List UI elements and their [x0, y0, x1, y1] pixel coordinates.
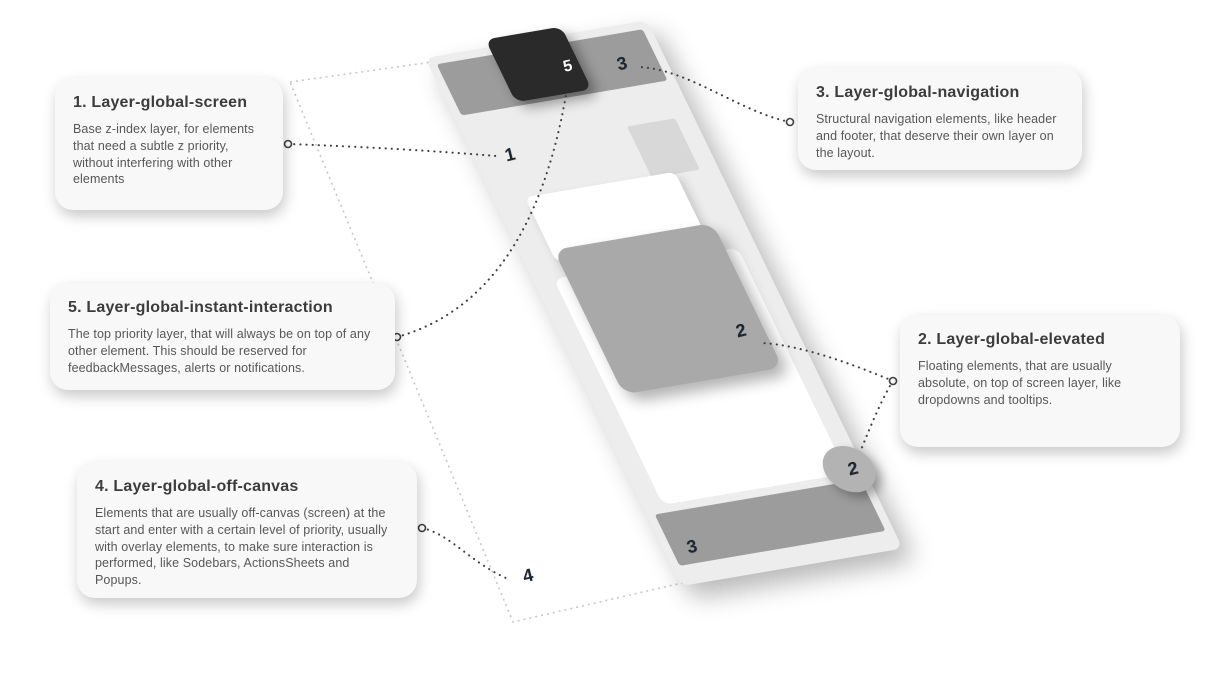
callout-title: 3. Layer-global-navigation [816, 84, 1020, 101]
connector-origin-elevated [888, 376, 898, 386]
connector-origin-navigation [785, 117, 795, 127]
callout-title: 4. Layer-global-off-canvas [95, 478, 299, 495]
callout-layer-global-elevated: 2. Layer-global-elevated Floating elemen… [900, 315, 1180, 447]
callout-layer-global-screen: 1. Layer-global-screen Base z-index laye… [55, 78, 283, 210]
dropdown-panel [553, 222, 783, 395]
connector-offcanvas [420, 526, 508, 580]
callout-layer-global-instant-interaction: 5. Layer-global-instant-interaction The … [50, 283, 395, 390]
callout-body: The top priority layer, that will always… [68, 327, 371, 375]
callout-layer-global-navigation: 3. Layer-global-navigation Structural na… [798, 68, 1082, 170]
marker-offcanvas-4: 4 [520, 564, 536, 587]
callout-body: Structural navigation elements, like hea… [816, 112, 1057, 160]
callout-body: Floating elements, that are usually abso… [918, 359, 1122, 407]
callout-title: 1. Layer-global-screen [73, 94, 248, 111]
connector-origin-screen [283, 139, 293, 149]
connector-origin-offcanvas [417, 523, 427, 533]
callout-layer-global-off-canvas: 4. Layer-global-off-canvas Elements that… [77, 462, 417, 598]
content-chip [627, 118, 700, 178]
connector-screen [286, 142, 498, 158]
callout-body: Elements that are usually off-canvas (sc… [95, 506, 388, 587]
callout-body: Base z-index layer, for elements that ne… [73, 122, 255, 187]
connector-elevated-b [859, 379, 895, 452]
callout-title: 5. Layer-global-instant-interaction [68, 299, 333, 316]
callout-title: 2. Layer-global-elevated [918, 331, 1106, 348]
